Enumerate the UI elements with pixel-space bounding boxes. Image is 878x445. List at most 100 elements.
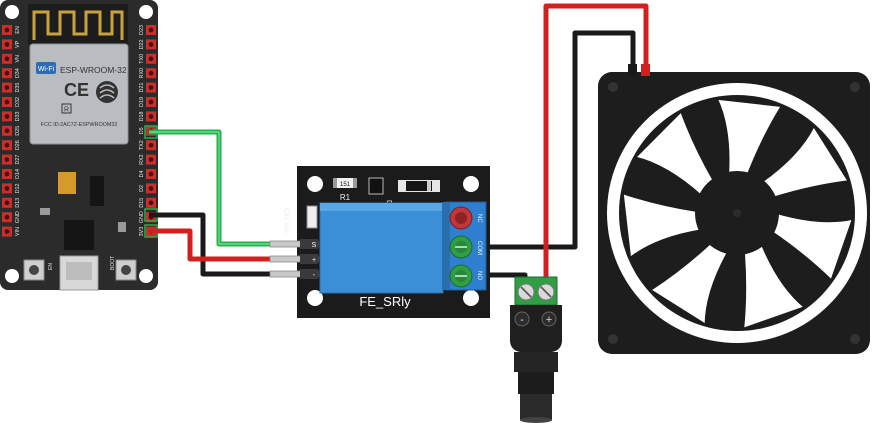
resistor-code: 151 [340,182,351,188]
relay-terminal-block: NC COM NO [442,201,487,291]
fan-power-wire [543,3,649,279]
fan-blade [770,211,855,283]
boot-button[interactable] [115,259,137,281]
esp32-pin-gnd[interactable]: GND [2,211,21,223]
wires [149,3,649,279]
esp32-pin-rx2[interactable]: RX2 [139,154,156,165]
terminal-nc-label: NC [476,214,482,223]
esp32-pin-label: D2 [139,185,145,192]
esp32-pin-label: RX2 [139,154,145,165]
ground-wire-esp [149,212,300,277]
jack-minus-screw[interactable] [517,283,535,301]
jack-plus-screw[interactable] [537,283,555,301]
fan-blade [621,191,703,260]
resistor-label: R1 [340,193,351,202]
ce-mark: CE [64,80,89,100]
esp32-pin-vin[interactable]: VIN [2,226,21,237]
esp32-pin-label: TX0 [139,54,145,64]
fan-blade [742,242,807,331]
relay-input-header: S + - [269,239,319,279]
esp32-pin-d25[interactable]: D25 [2,125,21,136]
fan-blade [633,109,715,198]
esp32-pin-label: GND [139,211,145,223]
esp32-pin-d19[interactable]: D19 [139,97,156,107]
dc-power-jack: - + [510,276,562,423]
fan-blades [621,97,855,331]
esp32-pin-d33[interactable]: D33 [2,111,21,122]
esp32-pin-label: EN [15,26,21,34]
relay-pin-gnd[interactable]: - [269,269,319,279]
relay-pin-label: S [312,242,317,249]
esp32-pin-label: 3V3 [139,227,145,237]
esp32-pin-label: D15 [139,198,145,208]
relay-module: 151 R1 D1 ON led S+- [269,166,490,318]
r-code: R [64,107,69,114]
relay-pin-vcc[interactable]: + [269,254,319,264]
esp32-pin-label: D34 [15,68,21,78]
jack-plus-label: + [546,314,552,326]
module-label: ESP-WROOM-32 [60,65,127,75]
esp32-pin-d27[interactable]: D27 [2,154,21,165]
terminal-com-label: COM [476,241,482,255]
power-wire-esp [149,228,300,262]
esp32-pin-tx2[interactable]: TX2 [139,140,156,151]
esp32-pin-d21[interactable]: D21 [139,82,156,93]
esp32-pin-label: D27 [15,155,21,165]
esp32-pin-label: D33 [15,111,21,121]
esp32-pin-label: D12 [15,183,21,193]
esp32-pin-vp[interactable]: VP [2,39,21,50]
cooling-fan [598,64,870,354]
esp32-pin-rx0[interactable]: RX0 [139,68,156,79]
esp32-pin-d22[interactable]: D22 [139,39,156,50]
terminal-com-screw[interactable] [449,235,473,259]
esp32-pin-tx0[interactable]: TX0 [139,53,156,64]
signal-wire [149,129,300,247]
esp32-pin-label: D14 [15,169,21,179]
esp32-pin-en[interactable]: EN [2,25,21,35]
esp32-pin-d2[interactable]: D2 [139,183,156,194]
esp32-pin-label: VP [15,40,21,48]
fcc-id: FCC ID:2AC7Z-ESPWROOM32 [41,122,118,128]
jack-minus-label: - [520,314,524,326]
en-button-label: EN [48,263,54,270]
esp32-pin-d35[interactable]: D35 [2,82,21,93]
esp32-pin-d32[interactable]: D32 [2,97,21,107]
esp32-pin-label: D4 [139,171,145,178]
esp32-pin-label: TX2 [139,140,145,150]
fan-blade [648,241,730,327]
esp32-pin-label: D25 [15,126,21,136]
relay-pin-signal[interactable]: S [269,239,319,249]
esp32-pin-label: D22 [139,39,145,49]
esp32-pin-label: D21 [139,83,145,93]
relay-pin-label: - [313,272,316,279]
fan-ground-wire [462,30,636,250]
esp32-pin-label: RX0 [139,68,145,79]
boot-button-label: BOOT [110,256,116,270]
esp32-pin-d14[interactable]: D14 [2,169,21,179]
esp32-pin-d18[interactable]: D18 [139,111,156,122]
fan-blade [760,123,851,199]
esp32-board: Wi-Fi ESP-WROOM-32 CE R FCC ID:2AC7Z-ESP… [0,0,158,291]
terminal-no-screw[interactable] [449,264,473,288]
esp32-pin-d13[interactable]: D13 [2,197,21,208]
relay-module-name: FE_SRly [359,294,411,309]
esp32-pin-d15[interactable]: D15 [139,197,156,208]
esp32-pin-label: VIN [15,227,21,236]
esp-wroom-module: Wi-Fi ESP-WROOM-32 CE R FCC ID:2AC7Z-ESP… [29,43,129,145]
esp32-pin-label: D13 [15,198,21,208]
esp32-pin-d26[interactable]: D26 [2,140,21,151]
relay-body [319,202,444,294]
esp32-pin-d12[interactable]: D12 [2,183,21,194]
terminal-nc-screw[interactable] [449,206,473,230]
en-button[interactable] [23,259,45,281]
esp32-pin-d23[interactable]: D23 [139,25,156,35]
esp32-pin-label: D26 [15,140,21,150]
esp32-pin-d34[interactable]: D34 [2,68,21,79]
esp32-pin-label: VN [15,55,21,63]
esp32-pin-d4[interactable]: D4 [139,169,156,179]
wifi-badge: Wi-Fi [38,66,55,73]
esp32-pin-vn[interactable]: VN [2,53,21,64]
esp32-pin-label: D23 [139,25,145,35]
